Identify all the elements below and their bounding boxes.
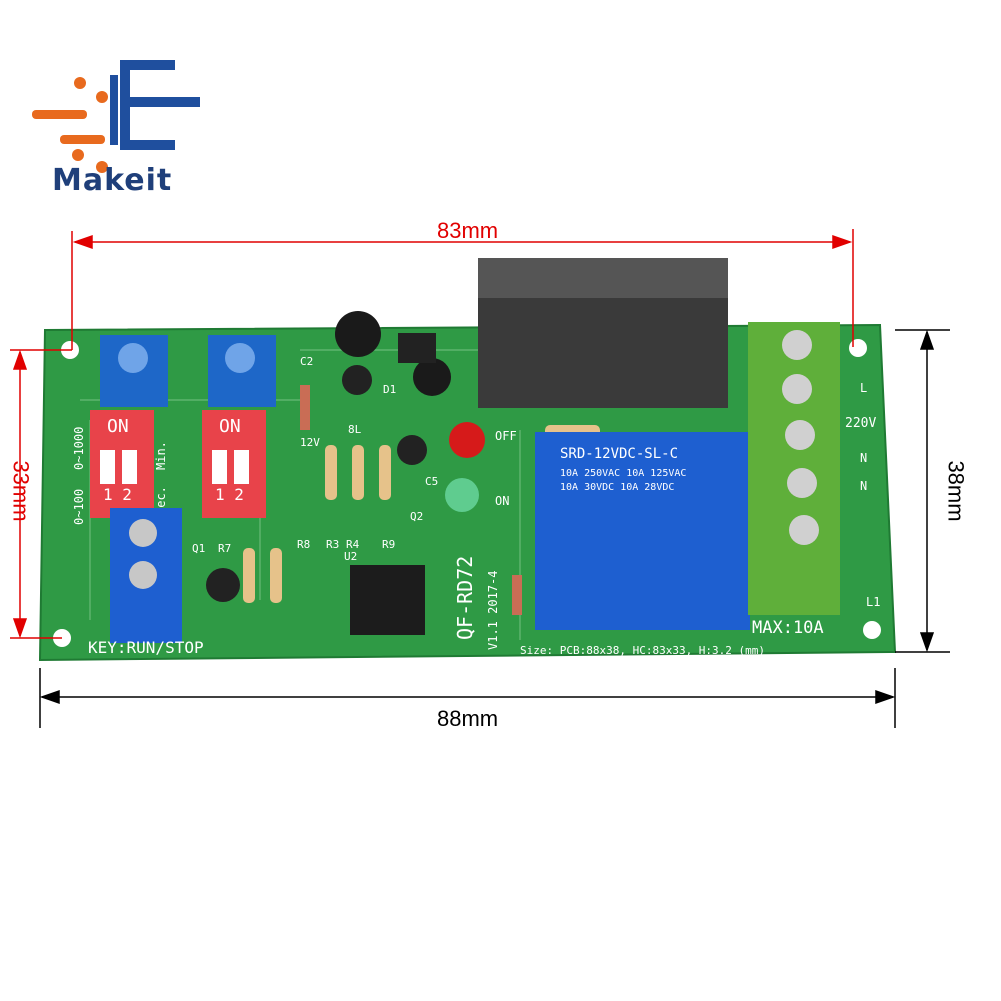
dip-on-label-1: ON bbox=[107, 416, 129, 437]
range-label-min: Min. bbox=[154, 441, 168, 470]
comp-r3: R3 bbox=[326, 538, 339, 551]
dimension-left-label: 33mm bbox=[8, 460, 34, 522]
dimension-top-label: 83mm bbox=[437, 218, 499, 243]
capacitor-1 bbox=[335, 311, 381, 357]
terminal-l1: L1 bbox=[866, 595, 880, 609]
comp-u2: U2 bbox=[344, 550, 357, 563]
comp-q1: Q1 bbox=[192, 542, 205, 555]
terminal-n1: N bbox=[860, 451, 867, 465]
ic-chip bbox=[350, 565, 425, 635]
comp-r9: R9 bbox=[382, 538, 395, 551]
terminal-n2: N bbox=[860, 479, 867, 493]
model-label: QF-RD72 bbox=[453, 556, 477, 640]
green-led bbox=[445, 478, 479, 512]
terminal-l: L bbox=[860, 381, 867, 395]
comp-d1: D1 bbox=[383, 383, 396, 396]
range-label-100: 0~100 bbox=[72, 489, 86, 525]
voltage-label: 220V bbox=[845, 416, 876, 431]
capacitor-2 bbox=[413, 358, 451, 396]
comp-r8: R8 bbox=[297, 538, 310, 551]
dimension-right-label: 38mm bbox=[943, 460, 969, 522]
comp-12v: 12V bbox=[300, 436, 320, 449]
key-label: KEY:RUN/STOP bbox=[88, 638, 204, 657]
dimension-top bbox=[71, 229, 854, 350]
dip-numbers-1: 1 2 bbox=[103, 485, 132, 504]
version-label: V1.1 2017-4 bbox=[486, 571, 500, 650]
comp-8l: 8L bbox=[348, 423, 362, 436]
comp-c2: C2 bbox=[300, 355, 313, 368]
dimension-bottom-label: 88mm bbox=[437, 706, 499, 731]
relay-rating-1: 10A 250VAC 10A 125VAC bbox=[560, 468, 686, 479]
max-current-label: MAX:10A bbox=[752, 618, 824, 638]
size-note: Size: PCB:88x38, HC:83x33, H:3.2 (mm) bbox=[520, 644, 765, 657]
dip-on-label-2: ON bbox=[219, 416, 241, 437]
comp-r4: R4 bbox=[346, 538, 360, 551]
comp-c5: C5 bbox=[425, 475, 438, 488]
relay-rating-2: 10A 30VDC 10A 28VDC bbox=[560, 482, 674, 493]
comp-q2: Q2 bbox=[410, 510, 423, 523]
green-terminal-3pin bbox=[748, 420, 840, 615]
brand-name: Makeit bbox=[52, 163, 173, 198]
range-label-sec: Sec. bbox=[154, 486, 168, 515]
makeit-logo-icon bbox=[32, 60, 200, 173]
relay bbox=[535, 432, 750, 630]
dip-numbers-2: 1 2 bbox=[215, 485, 244, 504]
off-label: OFF bbox=[495, 429, 517, 443]
relay-model: SRD-12VDC-SL-C bbox=[560, 446, 678, 462]
dimension-left bbox=[10, 349, 72, 639]
dimension-bottom bbox=[39, 668, 896, 728]
comp-r7: R7 bbox=[218, 542, 231, 555]
range-label-1000: 0~1000 bbox=[72, 427, 86, 470]
dimension-right bbox=[895, 329, 950, 653]
red-led bbox=[449, 422, 485, 458]
on-label: ON bbox=[495, 494, 509, 508]
